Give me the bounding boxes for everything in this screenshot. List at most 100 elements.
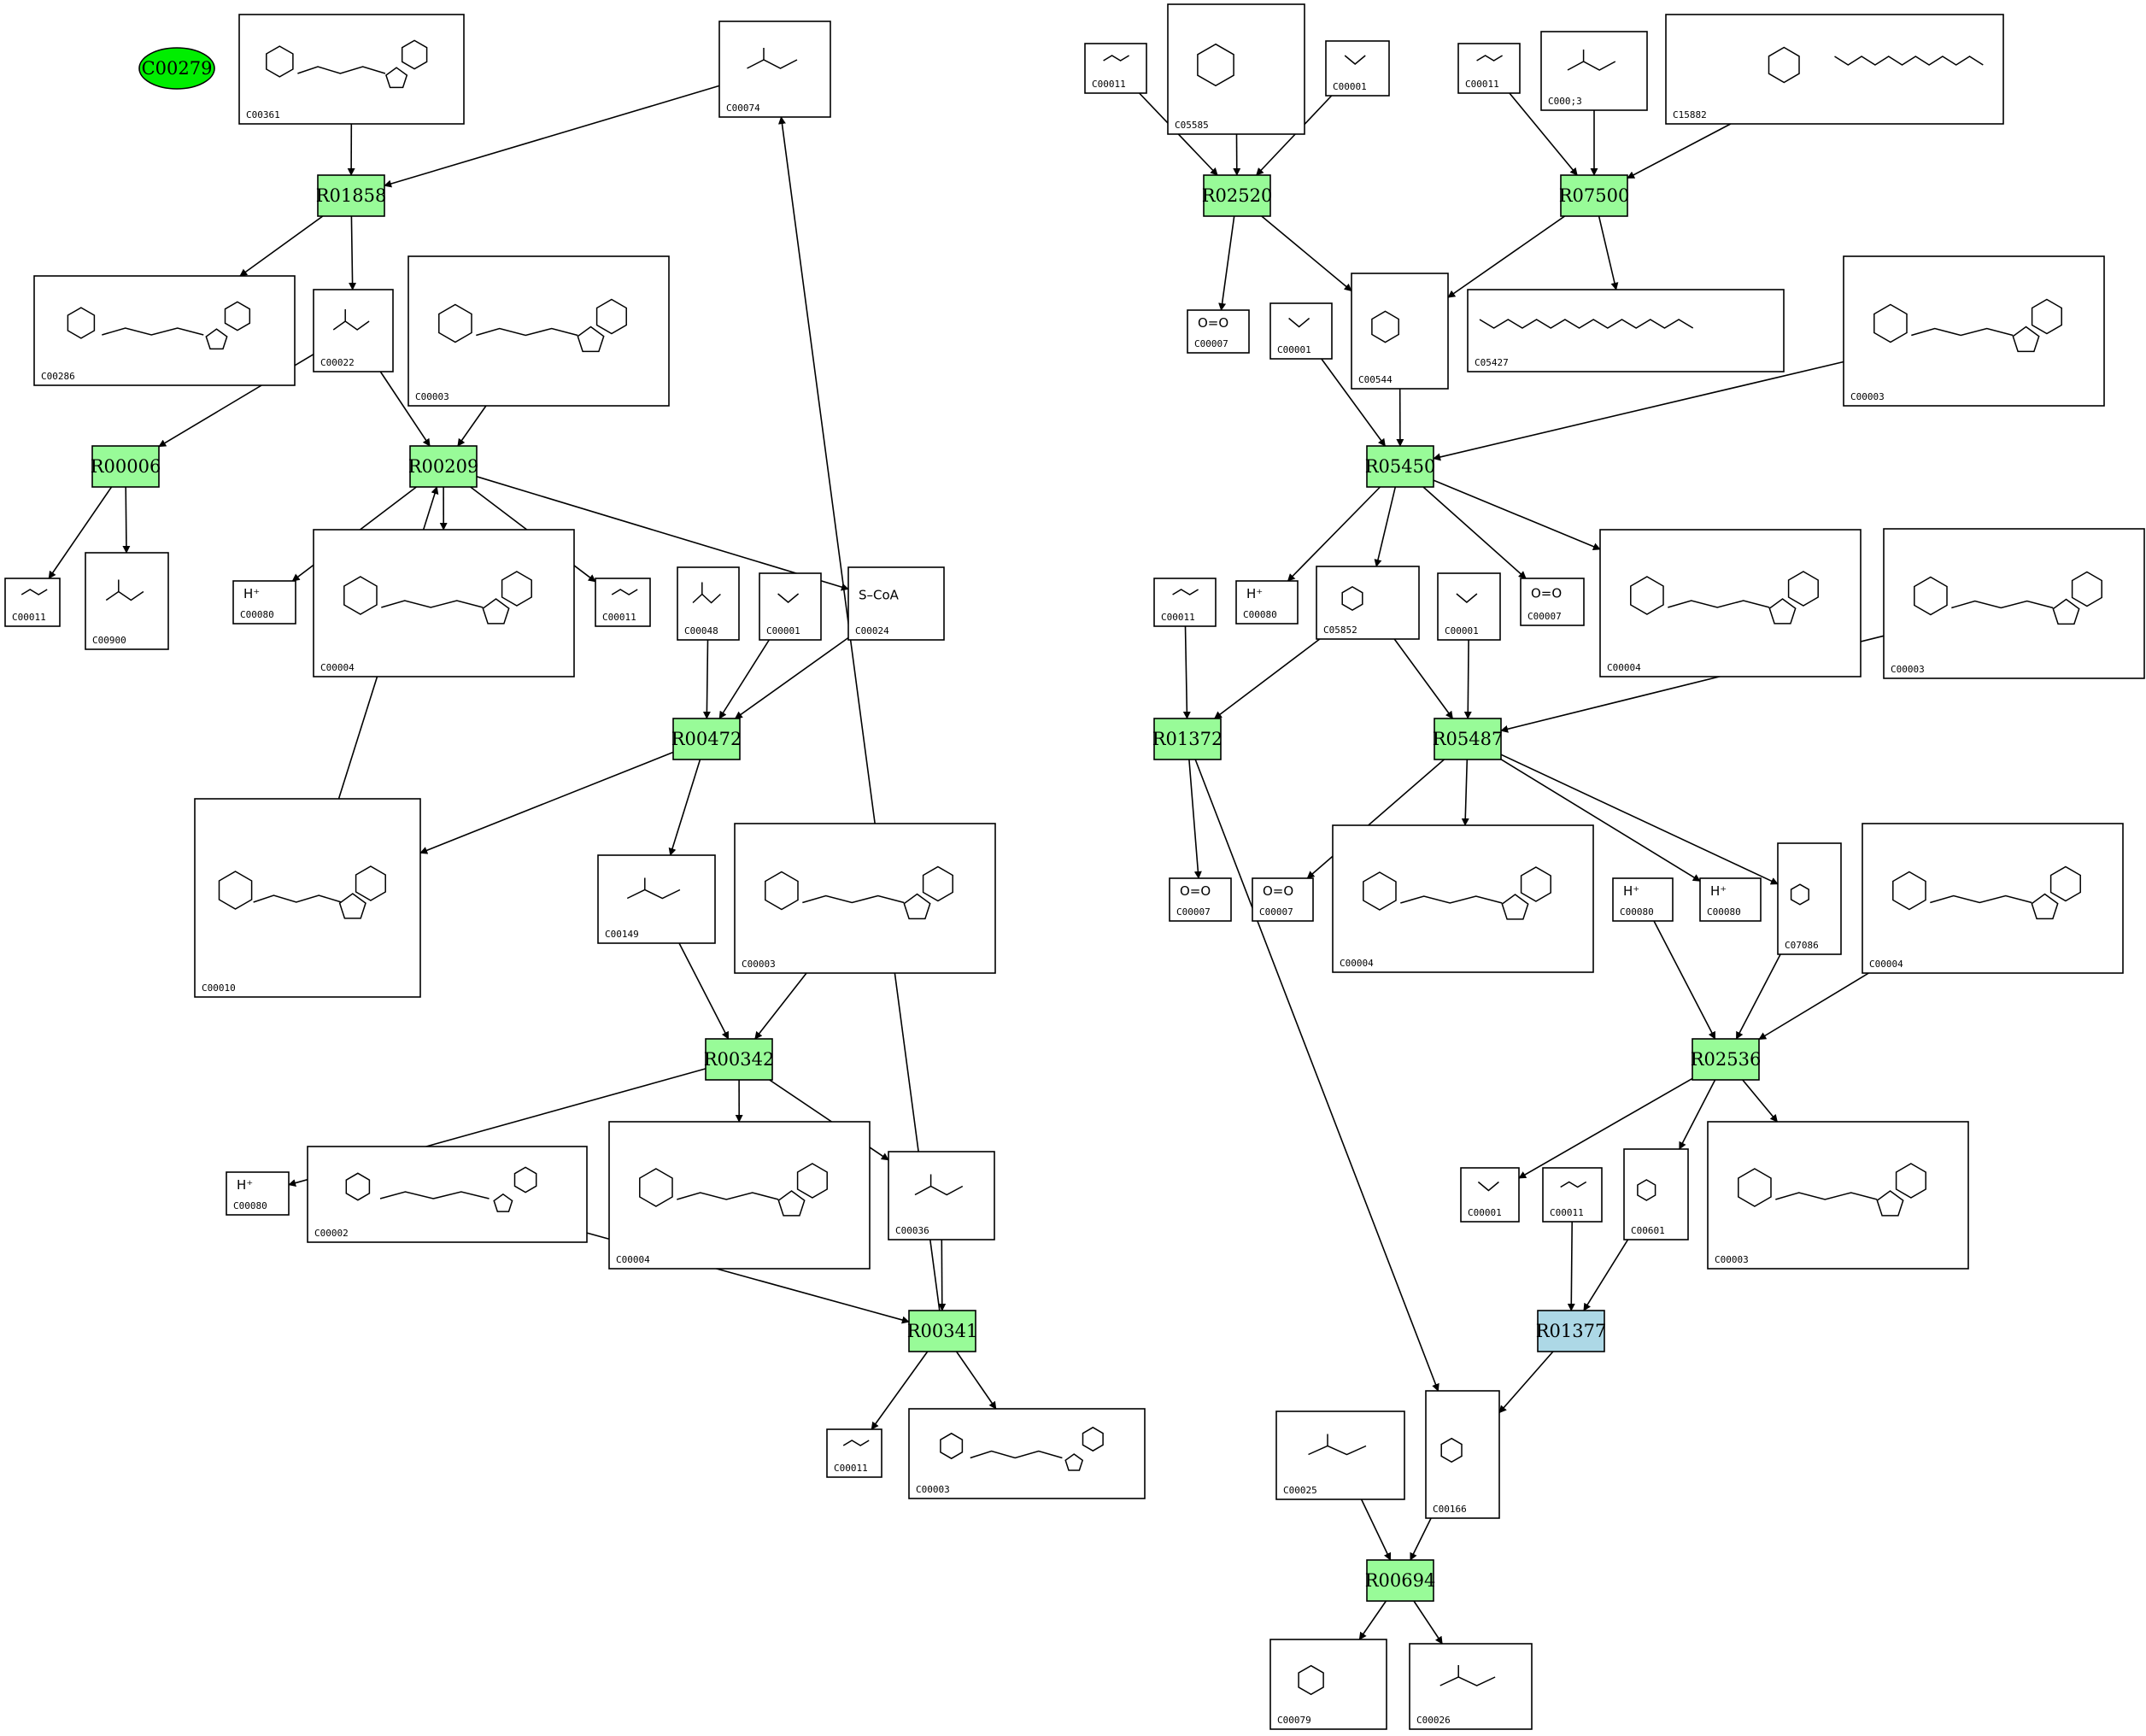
structure-o2-icon: O=O [1198,315,1228,331]
compound-c00003[interactable]: C00003 [1883,528,2145,679]
compound-c00002[interactable]: C00002 [307,1146,588,1243]
compound-box [1269,1639,1387,1730]
compound-c07086[interactable]: C07086 [1777,842,1842,955]
compound-c00003[interactable]: C00003 [1843,255,2105,407]
compound-c00080[interactable]: H⁺C00080 [1612,877,1674,922]
compound-c00011[interactable]: C00011 [595,578,651,627]
compound-c00004[interactable]: C00004 [608,1121,871,1270]
compound-c15882[interactable]: C15882 [1665,14,2004,125]
compound-id-label: C00011 [834,1463,868,1474]
compound-c00001[interactable]: C00001 [1269,302,1333,360]
compound-box [718,21,831,118]
compound-c00544[interactable]: C00544 [1351,273,1449,390]
reaction-r00341[interactable]: R00341 [907,1310,978,1352]
reaction-r05487[interactable]: R05487 [1433,718,1504,760]
compound-c00010[interactable]: C00010 [194,798,421,998]
reaction-r00342[interactable]: R00342 [704,1038,775,1081]
edge-c20-to-R00341 [938,1239,947,1311]
reaction-r01858[interactable]: R01858 [316,174,387,217]
reaction-r00209[interactable]: R00209 [408,445,479,488]
compound-c00004[interactable]: C00004 [1862,823,2124,974]
compound-c00001[interactable]: C00001 [1460,1167,1520,1223]
compound-c05852[interactable]: C05852 [1316,566,1420,640]
structure-water-icon [1477,1181,1499,1192]
edge-c33-to-R05450 [1433,361,1844,461]
compound-c00166[interactable]: C00166 [1425,1390,1500,1519]
reaction-r00472[interactable]: R00472 [671,718,742,760]
compound-c00074[interactable]: C00074 [718,21,831,118]
compound-c00080[interactable]: H⁺C00080 [232,580,296,625]
reaction-id-label: R02536 [1691,1049,1762,1070]
compound-c00001[interactable]: C00001 [1437,572,1501,641]
reaction-r05450[interactable]: R05450 [1365,445,1436,488]
compound-box [1167,3,1305,135]
reaction-r00006[interactable]: R00006 [91,445,161,488]
edge-R01372-to-c41 [1188,759,1202,879]
edge-c2-to-R01858 [384,85,720,188]
reaction-r01372[interactable]: R01372 [1152,718,1223,760]
compound-c00048[interactable]: C00048 [677,566,740,641]
compound-c00003[interactable]: C00003 [908,1408,1146,1499]
edge-R05450-to-c35 [1287,486,1381,582]
compound-c00900[interactable]: C00900 [85,552,169,650]
compound-c05585[interactable]: C05585 [1167,3,1305,135]
reaction-box [1692,1038,1760,1081]
compound-c00003[interactable]: C00003 [1707,1121,1969,1270]
edge-R02536-to-c48 [1518,1077,1693,1179]
reaction-r07500[interactable]: R07500 [1559,174,1630,217]
compound-c00025[interactable]: C00025 [1275,1410,1405,1500]
compound-c00022[interactable]: C00022 [313,289,394,372]
compound-box [313,529,575,677]
compound-c00004[interactable]: C00004 [313,529,575,677]
formula-text: O=O [1531,586,1562,601]
compound-c00361[interactable]: C00361 [238,14,465,125]
compound-c00011[interactable]: C00011 [1084,43,1147,94]
edge-R00472-to-c14 [419,751,674,854]
compound-c00004[interactable]: C00004 [1599,529,1862,677]
reaction-r02536[interactable]: R02536 [1691,1038,1762,1081]
compound-c00004[interactable]: C00004 [1332,824,1594,973]
compound-c00003[interactable]: C00003 [734,823,996,974]
compound-id-label: C00080 [233,1200,267,1211]
formula-text: O=O [1198,315,1228,331]
compound-c000;3[interactable]: C000;3 [1540,31,1648,111]
compound-c00001[interactable]: C00001 [759,572,822,641]
compound-c00001[interactable]: C00001 [1325,40,1390,97]
compound-box [232,580,296,625]
compound-id-label: C00003 [415,391,449,402]
reaction-r00694[interactable]: R00694 [1365,1559,1436,1602]
compound-c00036[interactable]: C00036 [888,1151,995,1240]
compound-c00003[interactable]: C00003 [408,255,670,407]
compound-c00286[interactable]: C00286 [33,275,296,386]
compound-c00011[interactable]: C00011 [4,578,61,627]
reaction-r02520[interactable]: R02520 [1202,174,1273,217]
compound-box [33,275,296,386]
reaction-r01377[interactable]: R01377 [1536,1310,1607,1352]
compound-c00079[interactable]: C00079 [1269,1639,1387,1730]
compound-id-label: C00004 [1607,662,1641,673]
compound-c00080[interactable]: H⁺C00080 [226,1171,290,1216]
compound-c00080[interactable]: H⁺C00080 [1235,580,1299,625]
compound-id-label: C07086 [1785,940,1819,951]
compound-c00080[interactable]: H⁺C00080 [1699,877,1762,922]
edge-R00694-to-c55 [1413,1600,1443,1645]
edge-R02536-to-c51 [1742,1079,1779,1123]
compound-c00011[interactable]: C00011 [1542,1167,1603,1223]
compound-id-label: C05585 [1175,120,1209,131]
compound-c00026[interactable]: C00026 [1409,1643,1533,1730]
start-compound-node[interactable]: C00279 [138,47,215,90]
compound-c00011[interactable]: C00011 [1153,578,1217,627]
structure-prenyl-diphosphate-icon [1479,319,1694,329]
compound-c00011[interactable]: C00011 [1457,43,1521,94]
compound-c00011[interactable]: C00011 [826,1428,882,1478]
compound-c00601[interactable]: C00601 [1623,1148,1689,1240]
reaction-id-label: R00209 [408,456,479,477]
compound-c05427[interactable]: C05427 [1467,289,1785,372]
compound-c00149[interactable]: C00149 [597,854,716,944]
structure-aromatic-icon [1637,1179,1656,1201]
